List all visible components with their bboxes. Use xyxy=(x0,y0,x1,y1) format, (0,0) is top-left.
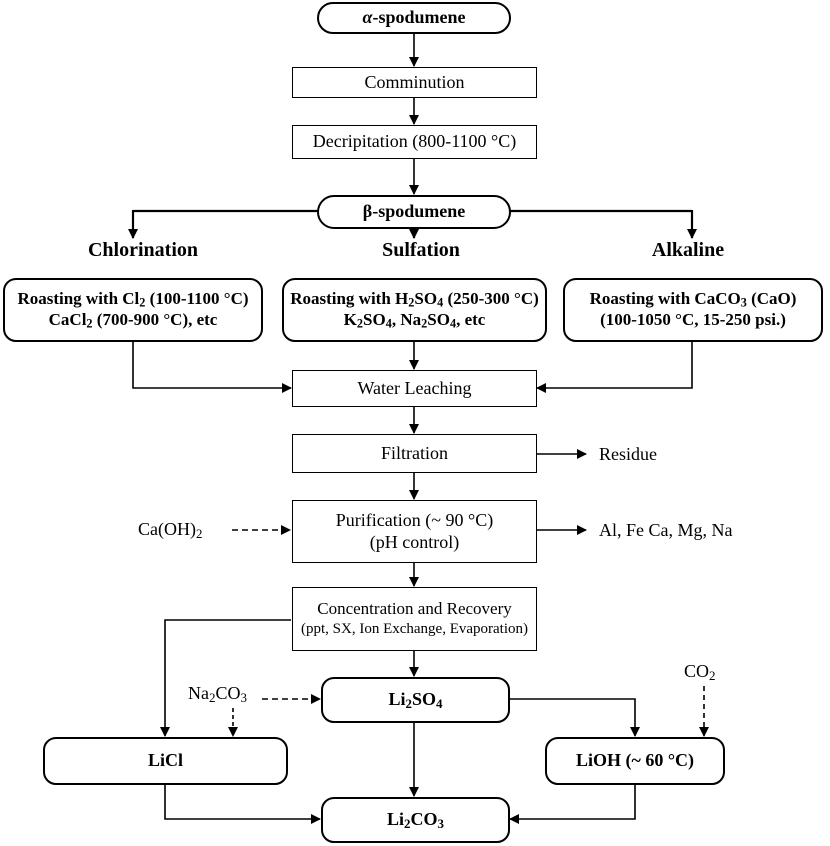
purification-line1: Purification (~ 90 °C) xyxy=(335,509,494,530)
arrow-lioh-to-li2co3 xyxy=(509,784,636,824)
residue-label: Residue xyxy=(599,444,657,464)
alpha-spodumene-label: -spodumene xyxy=(372,7,466,28)
sulfation-roasting-box: Roasting with H2SO4 (250-300 °C) K2SO4, … xyxy=(282,278,547,342)
li2so4-node: Li2SO4 xyxy=(321,677,510,723)
na2co3-reagent-label: Na2CO3 xyxy=(188,683,247,705)
licl-label: LiCl xyxy=(147,750,183,771)
comminution-box: Comminution xyxy=(292,67,537,98)
alkaline-line1: Roasting with CaCO3 (CaO) xyxy=(589,289,797,310)
li2co3-node: Li2CO3 xyxy=(321,797,510,843)
beta-spodumene-node: β-spodumene xyxy=(317,195,511,229)
arrow-alkaline-to-leaching xyxy=(536,342,693,393)
arrow-concentration-to-licl xyxy=(160,619,291,737)
lioh-label: LiOH (~ 60 °C) xyxy=(575,750,695,771)
alkaline-roasting-box: Roasting with CaCO3 (CaO) (100-1050 °C, … xyxy=(563,278,823,342)
purification-line2: (pH control) xyxy=(369,531,460,552)
chlorination-heading: Chlorination xyxy=(87,239,199,261)
chlorination-roasting-box: Roasting with Cl2 (100-1100 °C) CaCl2 (7… xyxy=(3,278,263,342)
alpha-spodumene-node: α-spodumene xyxy=(317,2,511,34)
beta-spodumene-label: β-spodumene xyxy=(362,201,466,222)
water-leaching-box: Water Leaching xyxy=(292,370,537,407)
concentration-recovery-box: Concentration and Recovery (ppt, SX, Ion… xyxy=(292,587,537,651)
arrow-li2so4-to-lioh xyxy=(510,698,640,737)
purification-box: Purification (~ 90 °C) (pH control) xyxy=(292,500,537,563)
concentration-line2: (ppt, SX, Ion Exchange, Evaporation) xyxy=(300,621,529,638)
licl-node: LiCl xyxy=(43,737,288,785)
sulfation-line2: K2SO4, Na2SO4, etc xyxy=(343,310,486,331)
chlorination-line2: CaCl2 (700-900 °C), etc xyxy=(48,310,218,331)
filtration-label: Filtration xyxy=(381,442,448,463)
alkaline-heading: Alkaline xyxy=(651,239,725,261)
caoh2-reagent-label: Ca(OH)2 xyxy=(138,519,203,541)
arrow-licl-to-li2co3 xyxy=(164,784,321,824)
alpha-symbol: α xyxy=(362,7,373,28)
co2-reagent-label: CO2 xyxy=(684,661,716,683)
concentration-line1: Concentration and Recovery xyxy=(317,599,512,619)
water-leaching-label: Water Leaching xyxy=(357,377,472,398)
sulfation-heading: Sulfation xyxy=(382,239,460,261)
lioh-node: LiOH (~ 60 °C) xyxy=(545,737,725,785)
impurities-label: Al, Fe Ca, Mg, Na xyxy=(599,520,733,540)
arrow-chlorination-to-leaching xyxy=(132,342,292,393)
filtration-box: Filtration xyxy=(292,434,537,473)
sulfation-line1: Roasting with H2SO4 (250-300 °C) xyxy=(290,289,539,310)
alkaline-line2: (100-1050 °C, 15-250 psi.) xyxy=(600,310,786,329)
decripitation-label: Decripitation (800-1100 °C) xyxy=(312,131,517,152)
decripitation-box: Decripitation (800-1100 °C) xyxy=(292,125,537,159)
comminution-label: Comminution xyxy=(364,71,465,92)
chlorination-line1: Roasting with Cl2 (100-1100 °C) xyxy=(17,289,249,310)
